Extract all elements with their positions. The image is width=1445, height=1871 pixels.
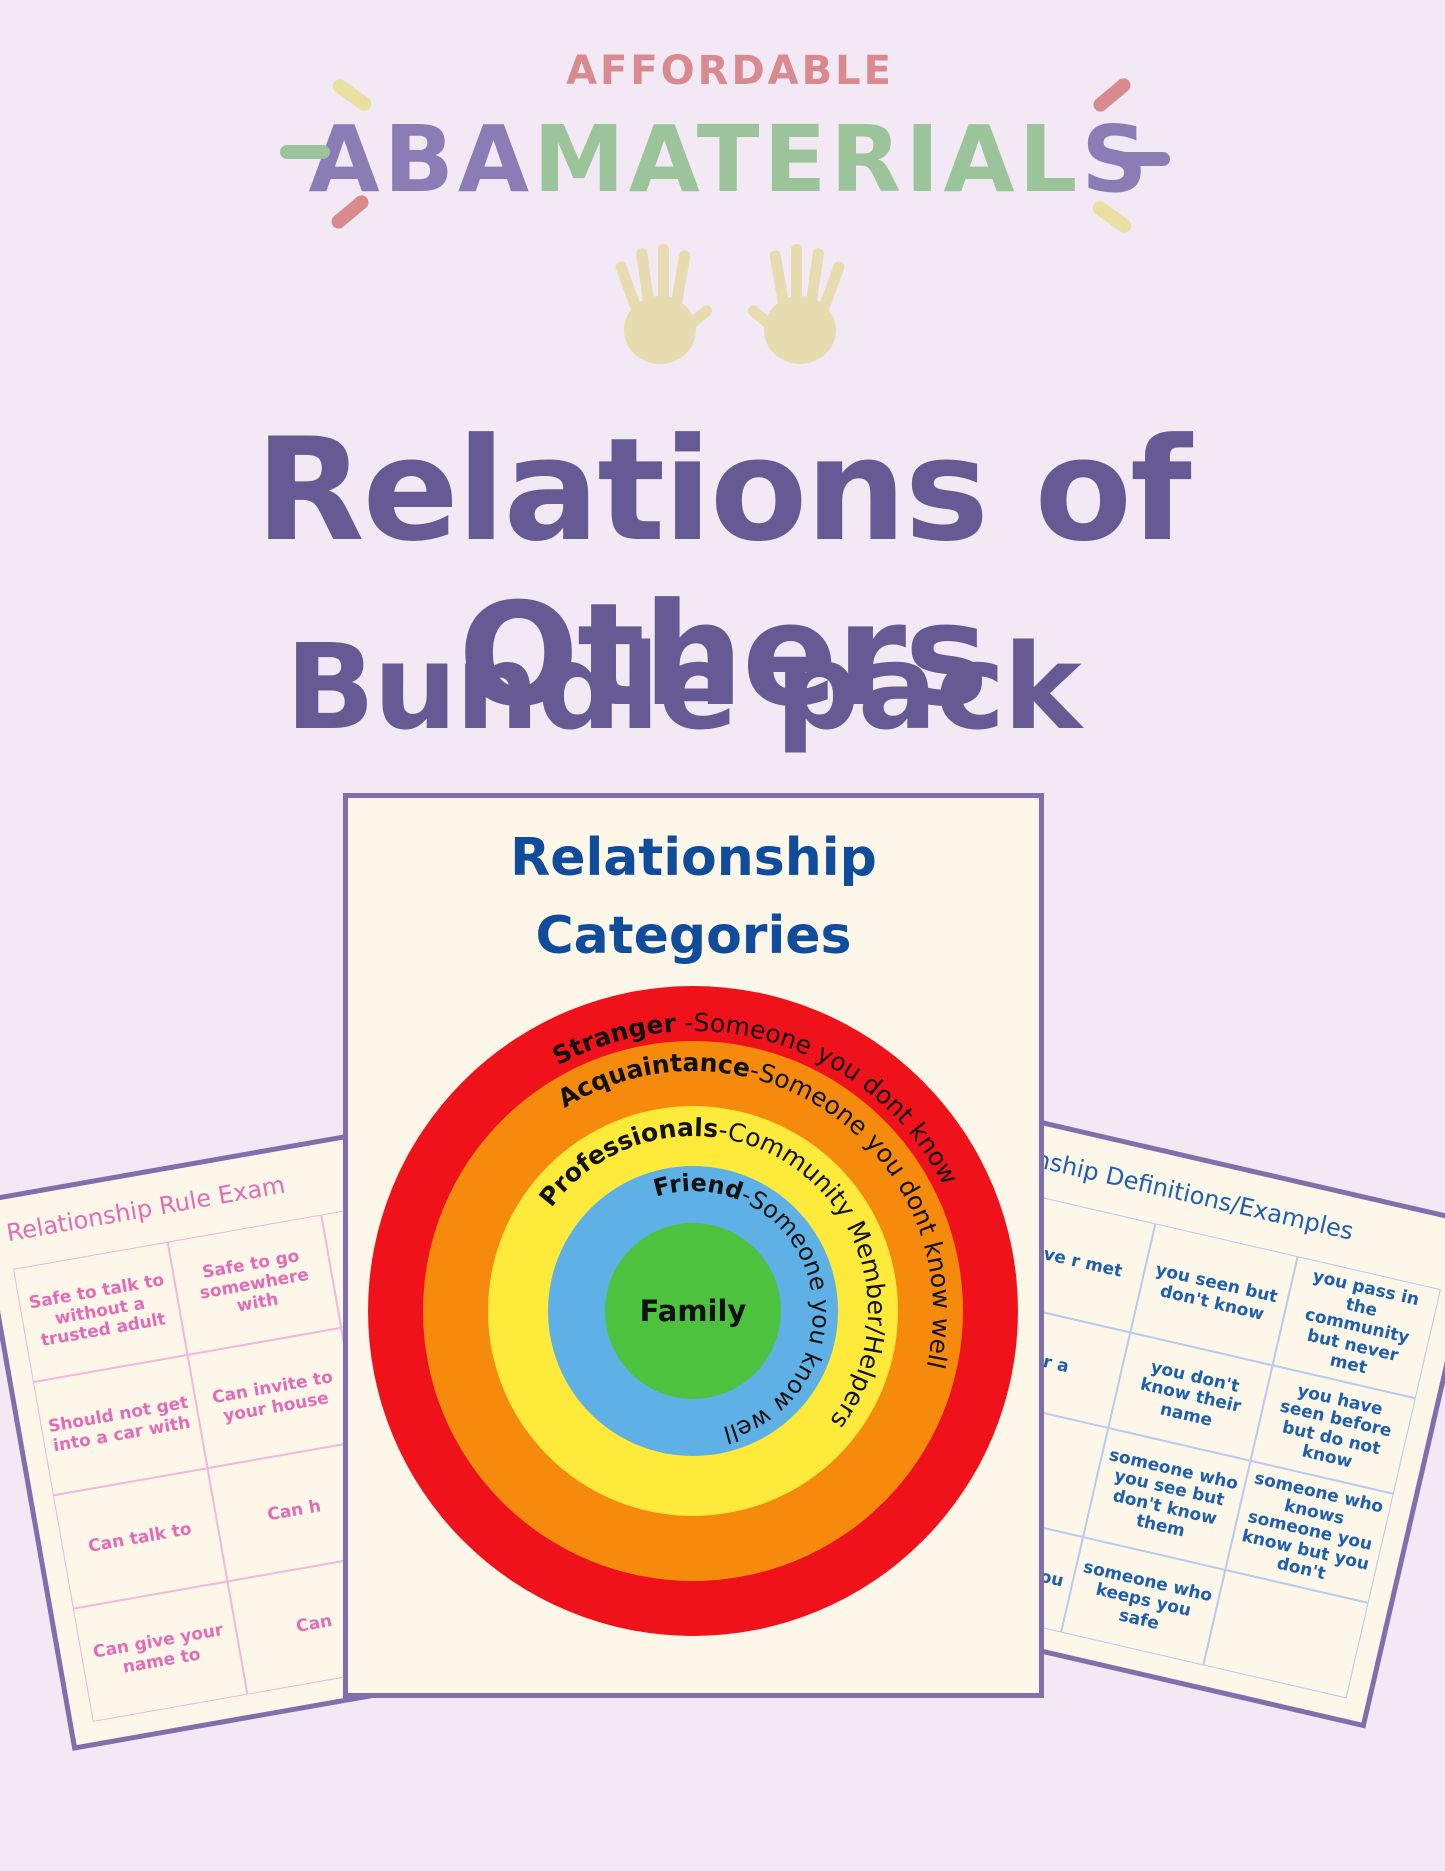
logo-top-text: AFFORDABLE (566, 48, 894, 94)
relationship-categories-sheet: Relationship Categories Stranger -Someon… (343, 793, 1044, 1698)
logo-main-text: ABAMATERIALS (290, 106, 1170, 213)
page-title: Relations of Others (255, 408, 1192, 738)
handprints-icon (615, 244, 845, 364)
logo-materials: MATERIAL (533, 106, 1082, 213)
sheet-title-line1: Relationship (510, 828, 877, 888)
sheet-title-line2: Categories (535, 906, 852, 966)
logo-ray-icon (1120, 152, 1170, 166)
page-subtitle: Bundle pack (285, 618, 1082, 756)
family-label: Family (640, 1294, 747, 1328)
relationship-circles-diagram: Stranger -Someone you dont know Acquaint… (368, 986, 1018, 1636)
logo-aba: ABA (308, 106, 534, 213)
brand-logo: AFFORDABLE ABAMATERIALS (280, 40, 1170, 380)
logo-ray-icon (280, 145, 330, 159)
ring-family (605, 1223, 781, 1399)
